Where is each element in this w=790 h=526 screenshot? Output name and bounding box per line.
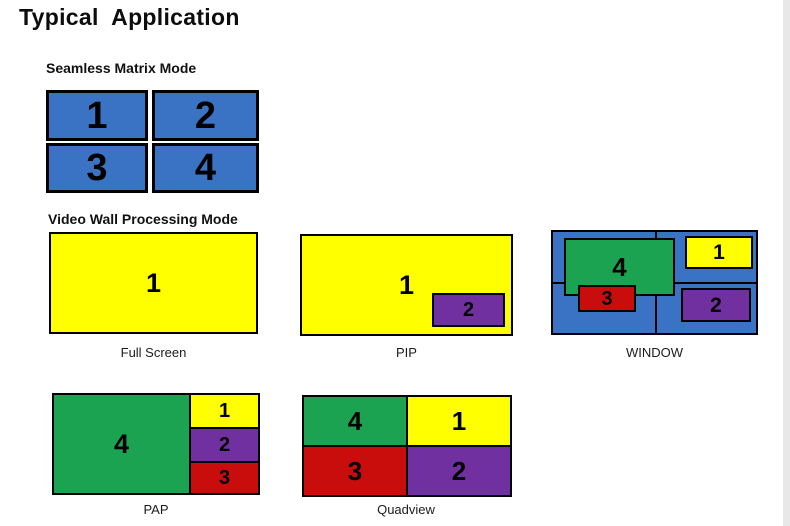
quadview-caption: Quadview (377, 502, 435, 517)
pip-diagram: 1 2 (300, 234, 513, 336)
fullscreen-diagram-window-1: 1 (49, 232, 258, 334)
quadview-window-3: 3 (302, 445, 408, 497)
pip-window-1: 1 (398, 269, 415, 300)
pap-window-4: 4 (52, 393, 191, 495)
pap-caption: PAP (143, 502, 169, 517)
matrix-mode-heading: Seamless Matrix Mode (46, 60, 197, 76)
pap-window-2: 2 (189, 427, 260, 463)
pip-window-2: 2 (432, 293, 505, 327)
window-overlay-1: 1 (685, 236, 753, 269)
fullscreen-caption: Full Screen (120, 345, 187, 360)
window-overlay-2: 2 (681, 288, 751, 322)
quadview-window-1: 1 (406, 395, 512, 447)
matrix-cell-2: 2 (152, 90, 259, 141)
pap-window-1: 1 (189, 393, 260, 429)
quadview-window-2: 2 (406, 445, 512, 497)
matrix-cell-1: 1 (46, 90, 148, 141)
page-title: Typical Application (19, 4, 240, 30)
matrix-cell-3: 3 (46, 143, 148, 193)
page-edge-strip (783, 0, 790, 526)
pap-window-3: 3 (189, 461, 260, 495)
window-overlay-3: 3 (578, 285, 636, 312)
matrix-cell-4: 4 (152, 143, 259, 193)
window-diagram-grid: 4 1 3 2 (551, 230, 758, 335)
quadview-window-4: 4 (302, 395, 408, 447)
pip-caption: PIP (396, 345, 417, 360)
videowall-mode-heading: Video Wall Processing Mode (48, 211, 238, 227)
window-caption: WINDOW (625, 345, 684, 360)
